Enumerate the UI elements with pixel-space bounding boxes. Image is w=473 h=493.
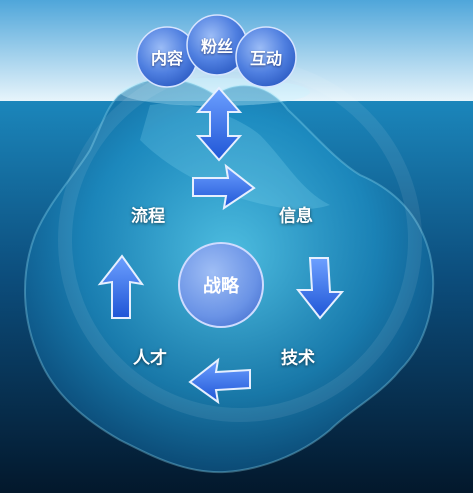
bubble-label-fans: 粉丝 bbox=[200, 37, 234, 56]
arrow-bottom-left-icon bbox=[188, 357, 251, 405]
bubble-label-content: 内容 bbox=[150, 49, 184, 68]
arrow-top-right-icon bbox=[192, 163, 256, 211]
center-circle bbox=[178, 242, 264, 328]
node-label-talent: 人才 bbox=[133, 348, 167, 369]
arrow-left-up-icon bbox=[97, 254, 145, 319]
node-label-technology: 技术 bbox=[281, 348, 315, 369]
bubble-interaction bbox=[235, 26, 297, 88]
arrow-right-down-icon bbox=[295, 257, 345, 320]
center-label: 战略 bbox=[203, 276, 239, 297]
double-arrow-icon bbox=[195, 86, 243, 162]
node-label-information: 信息 bbox=[279, 206, 313, 227]
iceberg-highlight bbox=[140, 103, 330, 210]
node-label-process: 流程 bbox=[131, 206, 165, 227]
bubble-label-interaction: 互动 bbox=[249, 49, 283, 68]
